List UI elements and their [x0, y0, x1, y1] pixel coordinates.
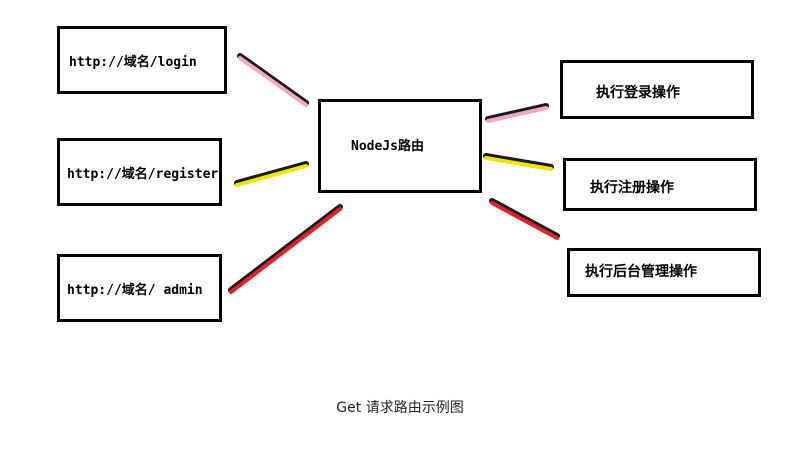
nodejs-router-label: NodeJs路由	[351, 138, 424, 154]
request-url-register-label: http://域名/register	[67, 166, 219, 182]
login-handler-box: 执行登录操作	[560, 60, 754, 119]
connector-router-to-admin-handler	[489, 198, 560, 240]
register-handler-box: 执行注册操作	[563, 158, 757, 211]
request-url-register-box: http://域名/register	[57, 138, 222, 206]
request-url-login-box: http://域名/login	[57, 26, 227, 94]
connector-login-to-router	[237, 53, 309, 107]
request-url-admin-box: http://域名/ admin	[57, 254, 222, 322]
figure-caption: Get 请求路由示例图	[336, 400, 464, 416]
nodejs-router-box: NodeJs路由	[318, 99, 482, 193]
admin-handler-box: 执行后台管理操作	[567, 248, 761, 297]
connector-router-to-register-handler	[483, 153, 554, 171]
connector-register-to-router	[234, 161, 309, 187]
connector-router-to-login-handler	[485, 103, 549, 123]
login-handler-label: 执行登录操作	[596, 84, 680, 101]
request-url-login-label: http://域名/login	[69, 54, 197, 70]
connector-admin-to-router	[228, 204, 343, 294]
register-handler-label: 执行注册操作	[590, 180, 674, 196]
request-url-admin-label: http://域名/ admin	[67, 282, 203, 298]
admin-handler-label: 执行后台管理操作	[585, 264, 697, 280]
